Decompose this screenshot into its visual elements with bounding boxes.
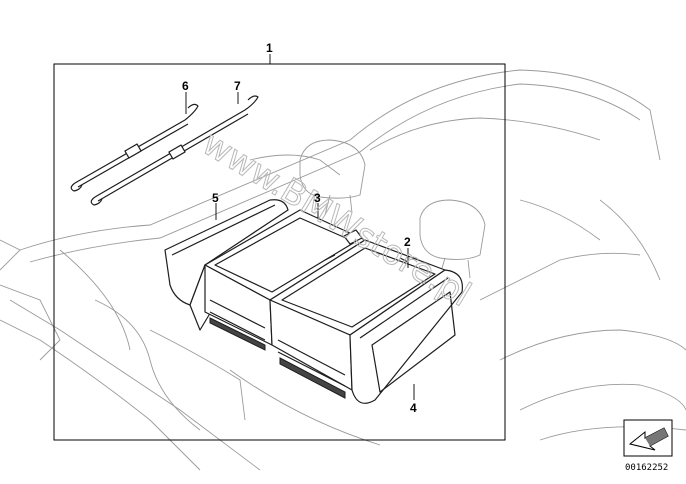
arrow-icon[interactable] bbox=[623, 419, 673, 457]
callout-4: 4 bbox=[410, 401, 417, 415]
strap-part-6 bbox=[70, 103, 199, 192]
leader-lines bbox=[185, 54, 415, 400]
callout-5: 5 bbox=[212, 191, 219, 205]
luggage-set bbox=[164, 199, 463, 404]
assembly-frame bbox=[53, 63, 506, 441]
car-outline bbox=[0, 69, 686, 471]
callout-6: 6 bbox=[182, 79, 189, 93]
callout-2: 2 bbox=[404, 235, 411, 249]
doc-id: 00162252 bbox=[625, 463, 668, 473]
callout-3: 3 bbox=[314, 191, 321, 205]
callout-1: 1 bbox=[266, 41, 273, 55]
strap-part-7 bbox=[90, 95, 259, 206]
callout-7: 7 bbox=[234, 79, 241, 93]
